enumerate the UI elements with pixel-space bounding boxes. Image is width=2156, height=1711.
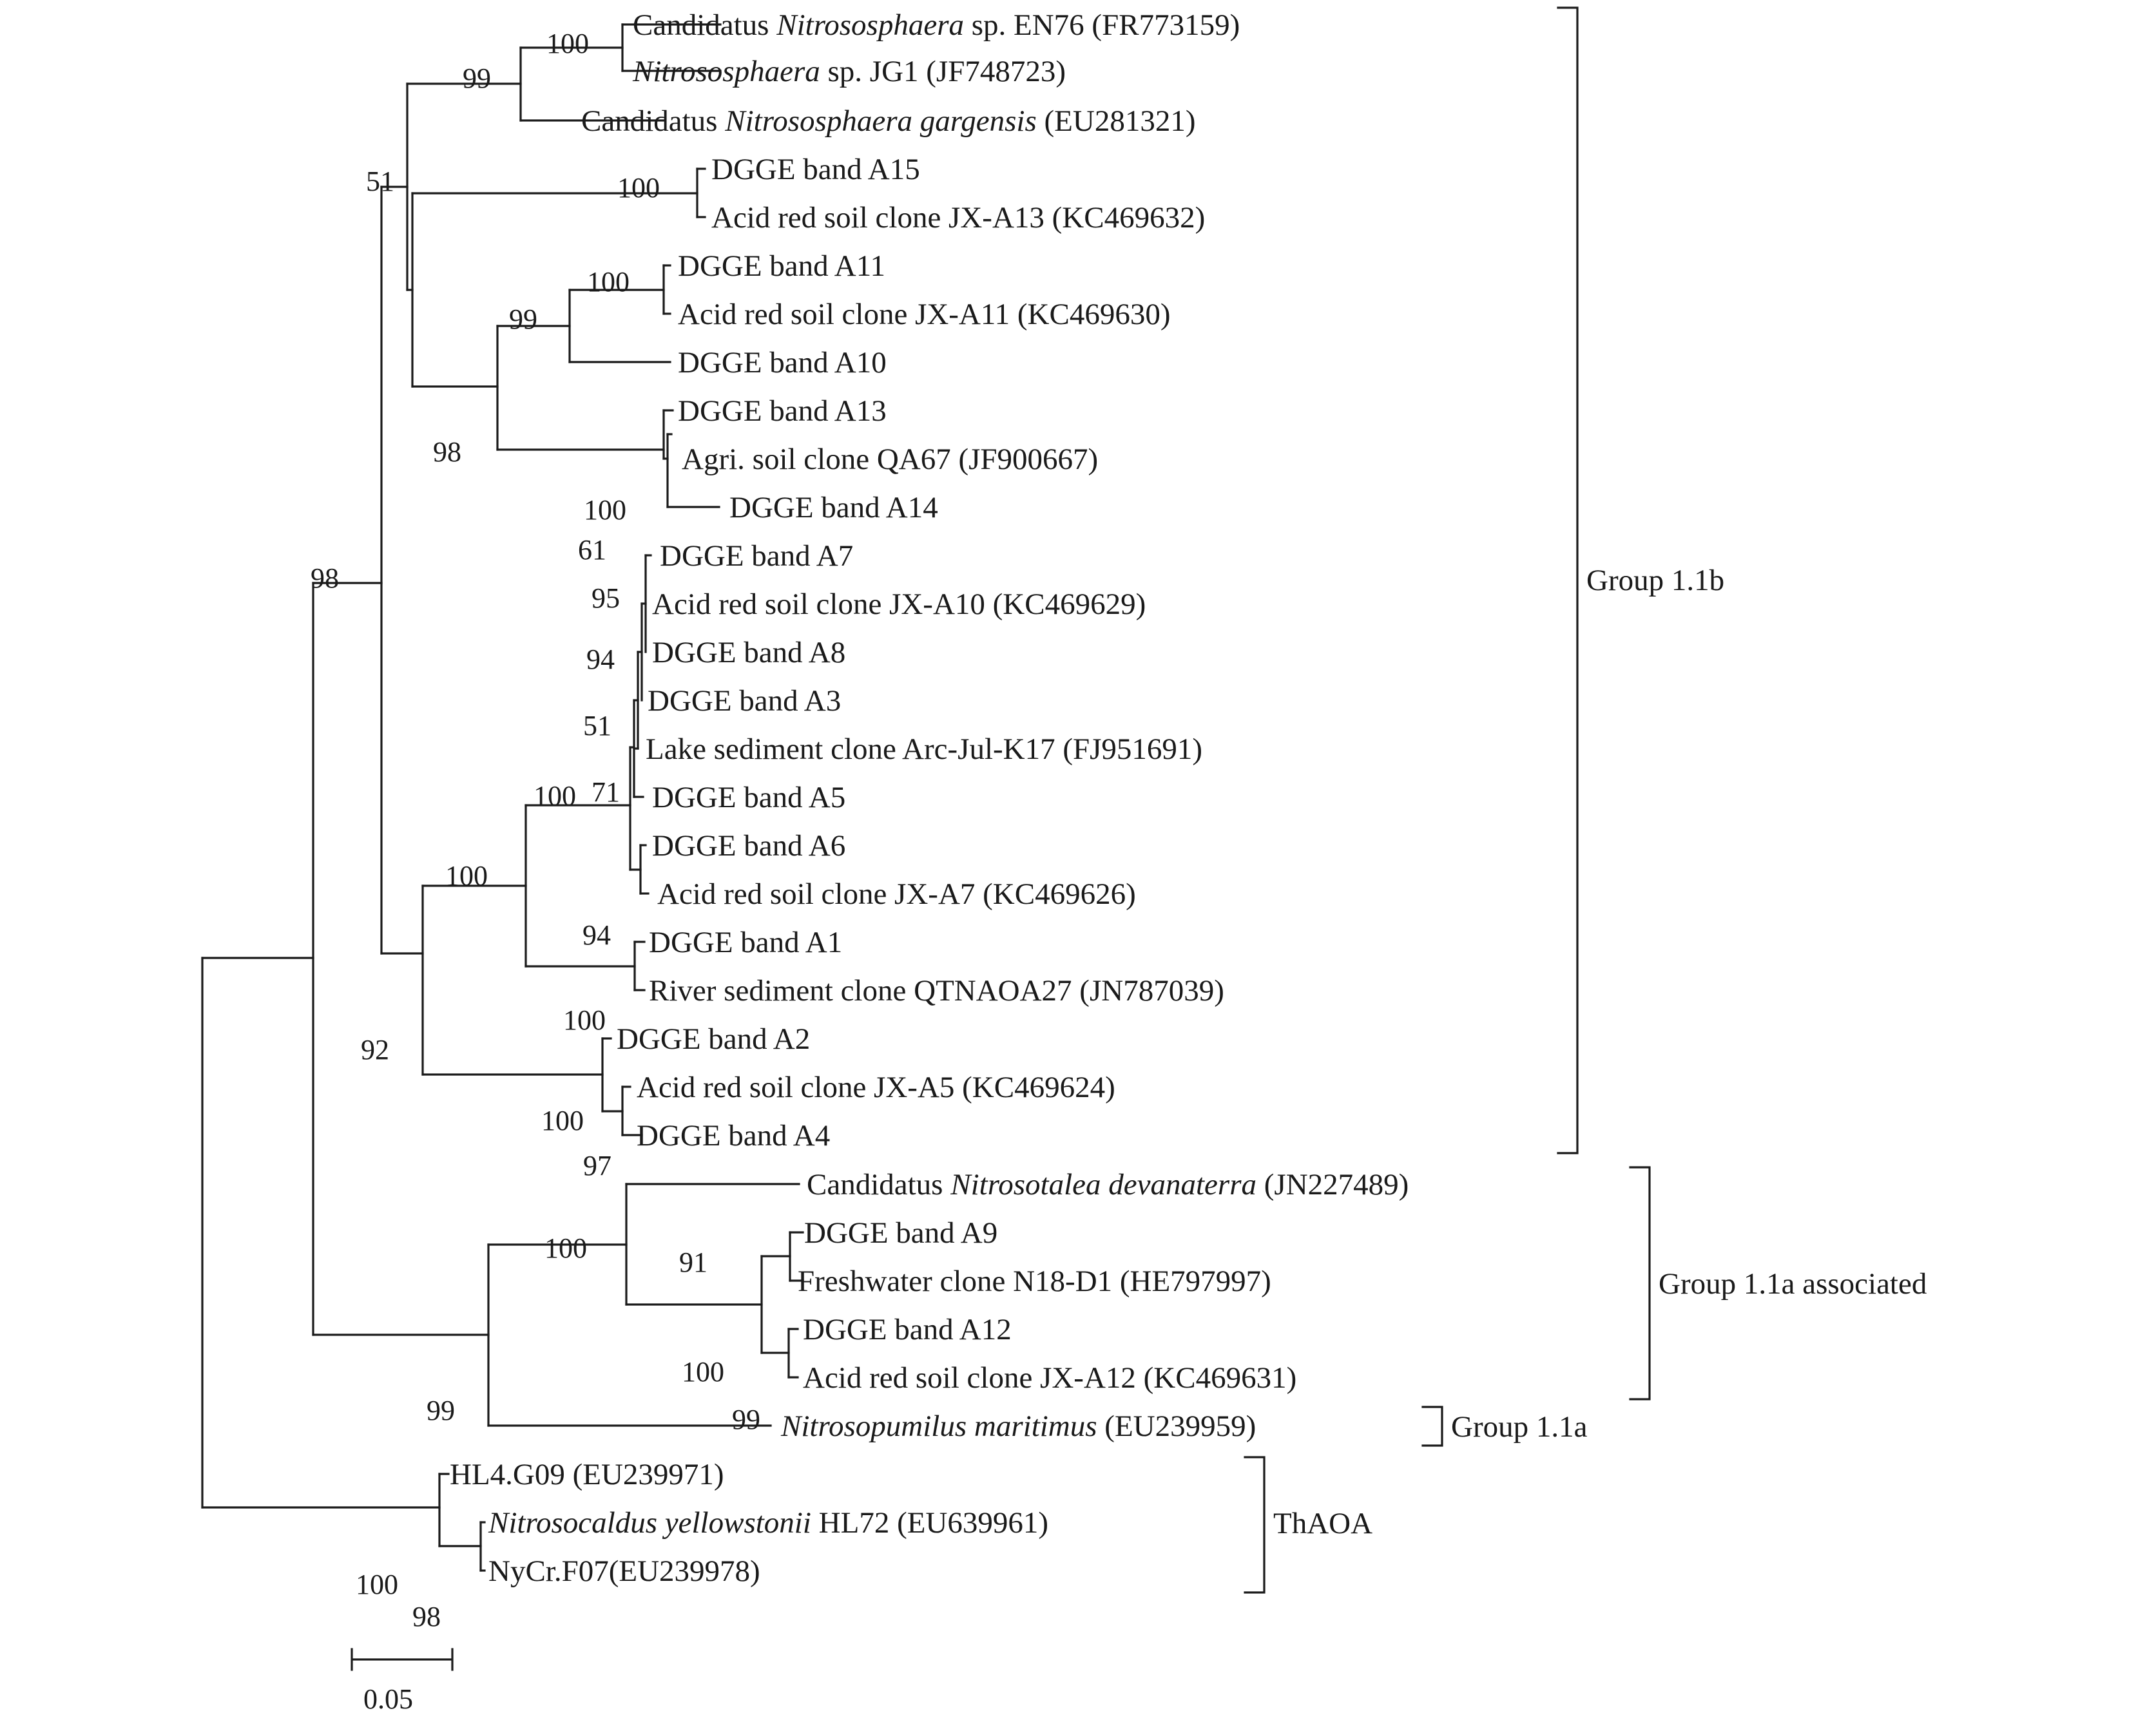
scale-bar-line [351,1648,454,1671]
bootstrap-25: 99 [427,1395,455,1426]
bootstrap-22: 91 [679,1247,707,1278]
bootstrap-26: 100 [356,1569,398,1600]
bracket-g11b [1557,6,1579,1154]
bootstrap-10: 94 [586,644,615,675]
leaf-hl4: HL4.G09 (EU239971) [450,1458,724,1491]
tree-branches [201,23,804,1572]
bootstrap-0: 100 [546,28,589,59]
bootstrap-9: 95 [592,582,620,614]
leaf-nyel: Nitrosocaldus yellowstonii HL72 (EU63996… [488,1506,1048,1540]
leaf-k17: Lake sediment clone Arc-Jul-K17 (FJ95169… [646,732,1202,766]
leaf-a10: DGGE band A10 [678,346,887,379]
leaf-qtn: River sediment clone QTNAOA27 (JN787039) [649,974,1224,1008]
group-label-thaoa: ThAOA [1273,1507,1372,1540]
bootstrap-21: 100 [544,1232,587,1264]
leaf-a11: DGGE band A11 [678,249,885,283]
bootstrap-8: 61 [578,534,606,566]
bracket-thaoa [1244,1456,1266,1594]
leaf-a2: DGGE band A2 [617,1022,810,1056]
bootstrap-5: 99 [509,303,537,335]
leaf-a5: DGGE band A5 [652,781,845,814]
leaf-a6: DGGE band A6 [652,829,845,863]
bootstrap-7: 100 [584,494,626,526]
bootstrap-2: 51 [366,166,394,197]
scale-bar: 0.05 [351,1648,454,1711]
bootstrap-12: 71 [592,776,620,808]
leaf-a8: DGGE band A8 [652,636,845,669]
leaf-a15: DGGE band A15 [711,153,920,186]
bootstrap-17: 98 [311,562,339,594]
leaf-en76: Candidatus Nitrososphaera sp. EN76 (FR77… [633,8,1240,42]
leaf-a14: DGGE band A14 [729,491,938,524]
bootstrap-23: 100 [682,1356,724,1388]
bootstrap-3: 100 [617,172,660,204]
bootstrap-4: 100 [587,266,630,298]
scale-bar-label: 0.05 [363,1683,413,1711]
leaf-jxa7: Acid red soil clone JX-A7 (KC469626) [657,877,1136,911]
leaf-jxa10: Acid red soil clone JX-A10 (KC469629) [652,588,1146,621]
leaf-a9: DGGE band A9 [804,1216,997,1250]
bootstrap-16: 100 [563,1004,606,1036]
bootstrap-27: 98 [412,1601,441,1632]
bootstrap-6: 98 [433,436,461,468]
leaf-jxa12: Acid red soil clone JX-A12 (KC469631) [803,1361,1296,1395]
leaf-nmar: Nitrosopumilus maritimus (EU239959) [780,1410,1256,1443]
leaf-n18: Freshwater clone N18-D1 (HE797997) [798,1265,1271,1298]
bootstrap-15: 94 [582,919,611,951]
group-label-g11a: Group 1.1a [1451,1410,1588,1444]
leaf-labels: Candidatus Nitrososphaera sp. EN76 (FR77… [450,8,1409,1588]
leaf-a4: DGGE band A4 [637,1119,830,1152]
leaf-a3: DGGE band A3 [648,684,841,718]
leaf-nycr: NyCr.F07(EU239978) [488,1554,760,1588]
leaf-jxa13: Acid red soil clone JX-A13 (KC469632) [711,201,1205,234]
bootstrap-values: 100 99 51 100 100 99 98 100 61 95 94 51 71 100 100 94 10… [311,28,760,1632]
leaf-garg: Candidatus Nitrososphaera gargensis (EU2… [581,104,1196,138]
leaf-a7: DGGE band A7 [660,539,853,573]
leaf-jxa5: Acid red soil clone JX-A5 (KC469624) [637,1071,1115,1104]
bootstrap-11: 51 [583,710,611,741]
group-label-g11b: Group 1.1b [1586,564,1724,597]
bootstrap-1: 99 [463,62,491,94]
leaf-jg1: Nitrososphaera sp. JG1 (JF748723) [632,55,1066,88]
leaf-jxa11: Acid red soil clone JX-A11 (KC469630) [678,298,1170,331]
leaf-a13: DGGE band A13 [678,394,887,428]
bootstrap-13: 100 [534,780,576,812]
bracket-g11a [1421,1406,1443,1447]
leaf-deva: Candidatus Nitrosotalea devanaterra (JN2… [807,1168,1409,1201]
bootstrap-14: 100 [445,860,488,892]
bracket-g11aa [1629,1166,1651,1400]
group-label-g11aa: Group 1.1a associated [1659,1267,1927,1301]
bootstrap-24: 99 [732,1404,760,1435]
bootstrap-19: 100 [541,1105,584,1136]
leaf-a1: DGGE band A1 [649,926,842,959]
leaf-qa67: Agri. soil clone QA67 (JF900667) [682,443,1098,476]
bootstrap-18: 92 [361,1034,389,1066]
bootstrap-20: 97 [583,1150,611,1181]
leaf-a12: DGGE band A12 [803,1313,1012,1346]
